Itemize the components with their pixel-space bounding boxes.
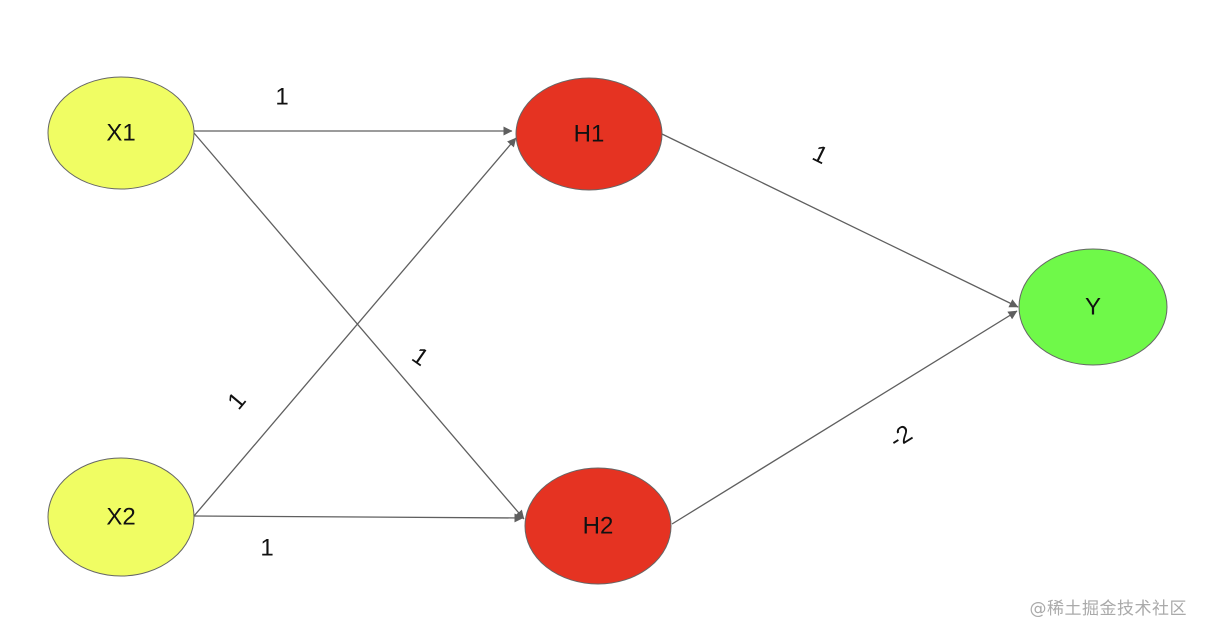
weight-x1-h1: 1 [275,84,288,111]
node-x2-label: X2 [106,504,135,531]
node-y-label: Y [1085,294,1101,321]
watermark: @稀土掘金技术社区 [1029,599,1187,619]
weight-x2-h2: 1 [260,535,273,562]
node-h2-label: H2 [583,513,614,540]
edge-h1-y [661,133,1019,308]
node-y: Y [1018,248,1168,366]
weight-h1-y: 1 [808,140,832,170]
weight-h2-y: -2 [885,420,917,454]
edge-x2-h1 [193,137,517,517]
node-x2: X2 [47,457,195,577]
node-h2: H2 [524,467,672,585]
node-h2-shape [524,467,672,585]
node-y-shape [1018,248,1168,366]
node-h1: H1 [515,77,663,191]
node-x1-shape [47,76,195,190]
node-x1: X1 [47,76,195,190]
edge-h2-y [671,310,1018,525]
weight-x1-h2: 1 [407,342,433,372]
edge-x1-h2 [193,132,525,520]
weight-x2-h1: 1 [222,387,251,415]
node-x2-shape [47,457,195,577]
node-x1-label: X1 [106,120,135,147]
edge-x2-h2 [193,513,524,523]
node-h1-shape [515,77,663,191]
node-h1-label: H1 [574,121,605,148]
